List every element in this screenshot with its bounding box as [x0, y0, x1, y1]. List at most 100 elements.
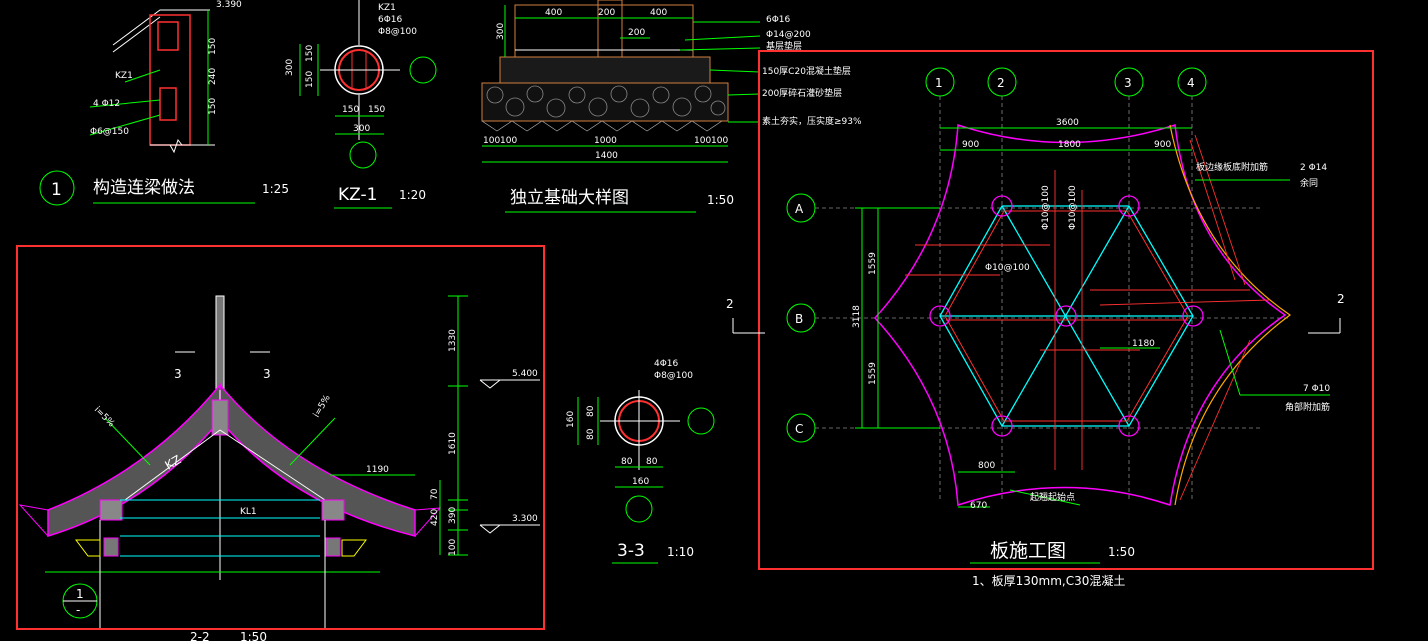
dim: 3118	[852, 305, 862, 328]
axis-label: C	[795, 422, 803, 436]
dim: 300	[353, 124, 370, 134]
elev-mid: 3.300	[512, 514, 538, 524]
kz1-label: KZ1	[115, 71, 133, 81]
axis-label: 2	[997, 76, 1005, 90]
dim: 1800	[1058, 140, 1081, 150]
note: 6Φ16	[766, 15, 791, 25]
dim: 1610	[448, 432, 458, 455]
detail1-scale: 1:25	[262, 182, 289, 196]
dim: 150	[208, 98, 218, 115]
sec33-rebar2: Φ8@100	[654, 371, 693, 381]
foundation-scale: 1:50	[707, 193, 734, 207]
detail1-title: 构造连梁做法	[93, 178, 195, 198]
svg-text:-: -	[76, 603, 80, 617]
kz1-rebar1: 6Φ16	[378, 15, 403, 25]
slope-right: i=5%	[312, 393, 333, 419]
slab-plan: 1 2 3 4 A B C	[726, 50, 1374, 570]
dim: 100	[500, 136, 517, 146]
dim: 1400	[595, 151, 618, 161]
axis-label: 1	[935, 76, 943, 90]
foundation-title: 独立基础大样图	[510, 188, 629, 208]
cut-mark: 2	[726, 297, 734, 311]
axis-bubbles-left: A B C	[786, 193, 816, 443]
axis-label: A	[795, 202, 804, 216]
dim: 1559	[868, 252, 878, 275]
axis-label: 4	[1187, 76, 1195, 90]
detail-number: 1	[51, 180, 62, 200]
dim: 150	[305, 45, 315, 62]
dim: 900	[1154, 140, 1171, 150]
detail-1: 3.390 150 240 150 KZ1 4 Φ12 Φ6@150 1 构造连…	[39, 0, 289, 206]
gravel-pattern	[486, 85, 726, 118]
stirrup-label: Φ6@150	[90, 127, 129, 137]
note: 素土夯实，压实度≥93%	[762, 115, 862, 127]
kz1-scale: 1:20	[399, 188, 426, 202]
dim: 100	[694, 136, 711, 146]
dim: 70	[430, 488, 440, 500]
dim: 390	[448, 507, 458, 524]
kz1-rebar2: Φ8@100	[378, 27, 417, 37]
note: Φ14@200	[766, 30, 811, 40]
grid-number: 1	[76, 587, 84, 601]
dim: 240	[208, 68, 218, 85]
kz1-section: KZ1 6Φ16 Φ8@100 150 150 300 150 150 300 …	[285, 0, 437, 209]
edge-rebar: 2 Φ14	[1300, 163, 1327, 173]
add-note: 角部附加筋	[1285, 401, 1330, 413]
sec22-title: 2-2	[190, 630, 210, 641]
dim: 150	[208, 38, 218, 55]
rebar-label: Φ10@100	[985, 263, 1030, 273]
dim: 300	[285, 59, 295, 76]
dim: 420	[430, 509, 440, 526]
section-3-3: 4Φ16 Φ8@100 80 80 160 80 80 160 3-3 1:10	[566, 359, 715, 564]
dim: 80	[621, 457, 633, 467]
dim: 160	[632, 477, 649, 487]
cut-mark: 3	[263, 367, 271, 381]
sec33-scale: 1:10	[667, 545, 694, 559]
dim: 100	[483, 136, 500, 146]
dim: 160	[566, 411, 576, 428]
sec33-title: 3-3	[617, 541, 645, 561]
edge-pos: 余同	[1300, 177, 1318, 189]
slab-scale: 1:50	[1108, 545, 1135, 559]
foundation-detail: 400 200 400 200 300 6Φ16 Φ14@200 基层垫层 15…	[481, 0, 862, 213]
dim: 80	[586, 428, 596, 440]
axis-label: 3	[1124, 76, 1132, 90]
dim: 150	[342, 105, 359, 115]
kz-label: KZ	[163, 452, 184, 472]
dim: 100	[448, 539, 458, 556]
dim: 200	[598, 8, 615, 18]
axis-label: B	[795, 312, 803, 326]
edge-note: 板边缘板底附加筋	[1196, 161, 1268, 173]
sec22-scale: 1:50	[240, 630, 267, 641]
elev-top: 5.400	[512, 369, 538, 379]
kz1-label: KZ1	[378, 3, 396, 13]
slab-note: 1、板厚130mm,C30混凝土	[972, 573, 1125, 588]
kl1-label: KL1	[240, 507, 257, 517]
dim: 1559	[868, 362, 878, 385]
dim: 300	[496, 23, 506, 40]
axis-bubbles-top: 1 2 3 4	[925, 67, 1207, 97]
beams	[939, 205, 1194, 427]
columns	[929, 195, 1204, 437]
dim: 400	[650, 8, 667, 18]
sec33-rebar1: 4Φ16	[654, 359, 679, 369]
rebar-label: Φ10@100	[1068, 185, 1078, 230]
dim: 80	[646, 457, 658, 467]
slab-title: 板施工图	[990, 540, 1066, 562]
dim: 670	[970, 501, 987, 511]
dim: 800	[978, 461, 995, 471]
start-note: 起翘起始点	[1030, 491, 1075, 503]
rebar-label: Φ10@100	[1041, 185, 1051, 230]
dim: 3600	[1056, 118, 1079, 128]
dim: 400	[545, 8, 562, 18]
dim: 150	[368, 105, 385, 115]
dim: 1180	[1132, 339, 1155, 349]
dim: 1330	[448, 329, 458, 352]
add-rebar: 7 Φ10	[1303, 384, 1330, 394]
dim: 100	[711, 136, 728, 146]
note: 200厚碎石灌砂垫层	[762, 87, 842, 99]
dim: 200	[628, 28, 645, 38]
dim: 80	[586, 405, 596, 417]
cut-mark: 2	[1337, 292, 1345, 306]
